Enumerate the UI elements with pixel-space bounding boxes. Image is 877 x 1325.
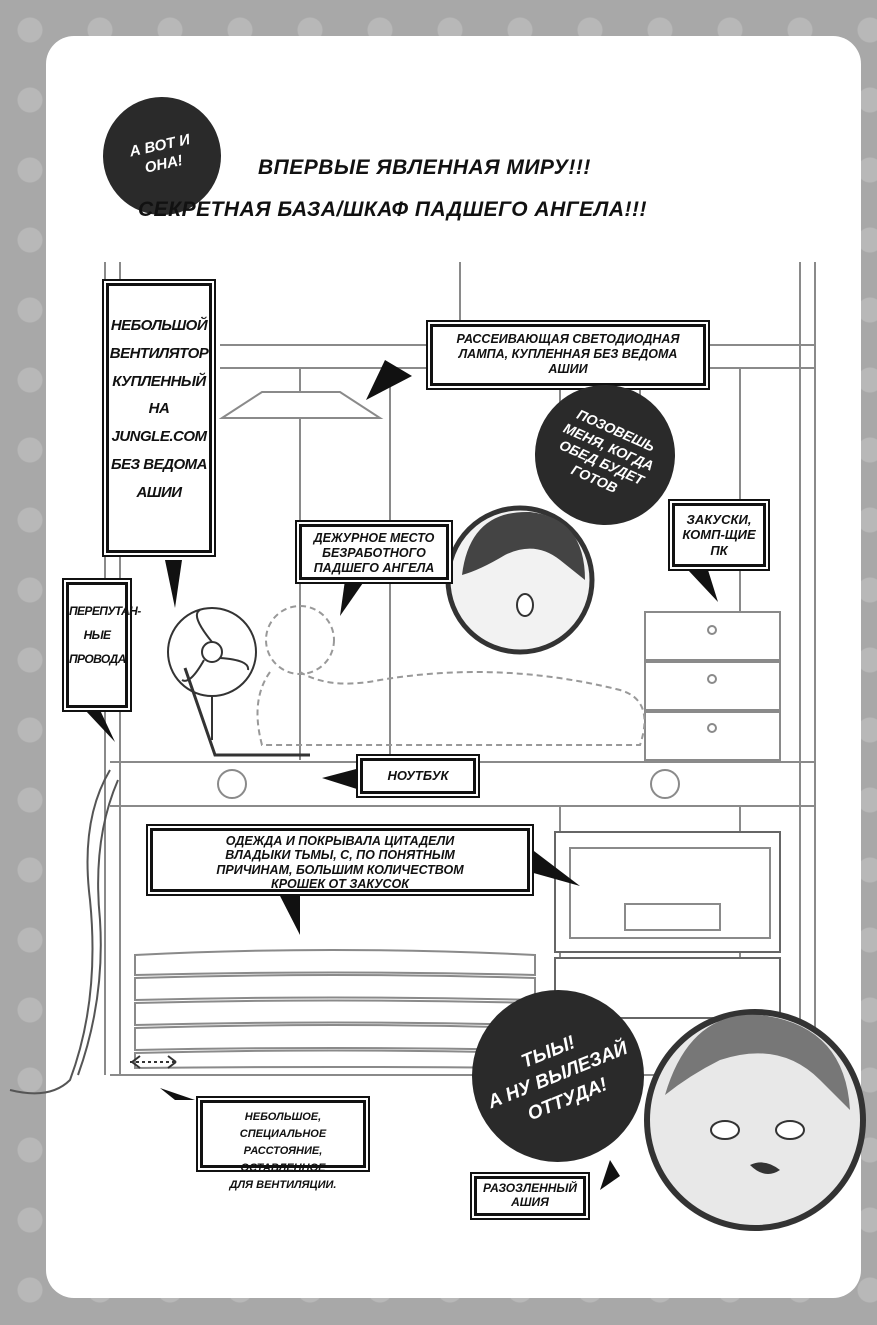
label-fan: НЕБОЛЬШОЙ ВЕНТИЛЯТОР КУПЛЕННЫЙ НА JUNGLE… <box>106 283 212 553</box>
label-workplace: ДЕЖУРНОЕ МЕСТО БЕЗРАБОТНОГО ПАДШЕГО АНГЕ… <box>299 524 449 580</box>
label-lamp-line: ЛАМПА, КУПЛЕННАЯ БЕЗ ВЕДОМА <box>458 346 678 361</box>
label-ashiya: РАЗОЗЛЕННЫЙ АШИЯ <box>474 1176 586 1216</box>
label-fan-line: АШИИ <box>136 483 182 501</box>
label-fan-line: ВЕНТИЛЯТОР <box>109 344 209 362</box>
label-workplace-line: ДЕЖУРНОЕ МЕСТО <box>313 531 435 545</box>
label-clothes: ОДЕЖДА И ПОКРЫВАЛА ЦИТАДЕЛИ ВЛАДЫКИ ТЬМЫ… <box>150 828 530 892</box>
label-laptop: НОУТБУК <box>360 758 476 794</box>
label-wires-line: ПРОВОДА. <box>69 652 129 666</box>
label-workplace-line: ПАДШЕГО АНГЕЛА <box>313 560 435 575</box>
label-gap: НЕБОЛЬШОЕ, СПЕЦИАЛЬНОЕ РАССТОЯНИЕ, ОСТАВ… <box>200 1100 366 1191</box>
label-clothes-line: КРОШЕК ОТ ЗАКУСОК <box>271 876 409 891</box>
headline-line-1: ВПЕРВЫЕ ЯВЛЕННАЯ МИРУ!!! <box>258 156 591 179</box>
label-gap-line: РАССТОЯНИЕ, ОСТАВЛЕННОЕ <box>240 1145 326 1175</box>
label-snacks-line: КОМП-ЩИЕ <box>682 527 756 543</box>
label-fan-line: НА JUNGLE.COM <box>111 400 207 445</box>
label-clothes-line: ПРИЧИНАМ, БОЛЬШИМ КОЛИЧЕСТВОМ <box>216 862 464 877</box>
headline-line-2: СЕКРЕТНАЯ БАЗА/ШКАФ ПАДШЕГО АНГЕЛА!!! <box>138 198 647 221</box>
label-gap-line: НЕБОЛЬШОЕ, СПЕЦИАЛЬНОЕ <box>239 1111 327 1141</box>
label-wires-line: НЫЕ <box>83 628 111 642</box>
label-laptop-text: НОУТБУК <box>387 768 449 783</box>
label-clothes-line: ВЛАДЫКИ ТЬМЫ, С, ПО ПОНЯТНЫМ <box>225 848 455 863</box>
label-snacks: ЗАКУСКИ, КОМП-ЩИЕ ПК <box>672 503 766 567</box>
label-clothes-line: ОДЕЖДА И ПОКРЫВАЛА ЦИТАДЕЛИ <box>225 834 455 848</box>
label-lamp-line: РАССЕИВАЮЩАЯ СВЕТОДИОДНАЯ <box>456 332 680 346</box>
label-lamp: РАССЕИВАЮЩАЯ СВЕТОДИОДНАЯ ЛАМПА, КУПЛЕНН… <box>430 324 706 386</box>
label-lamp-line: АШИИ <box>548 361 588 376</box>
label-fan-line: НЕБОЛЬШОЙ <box>110 317 208 334</box>
intro-bubble-text: А ВОТ И ОНА! <box>128 131 192 177</box>
label-fan-line: БЕЗ ВЕДОМА <box>111 455 207 473</box>
label-wires-line: ПЕРЕПУТАН- <box>69 604 141 618</box>
label-fan-line: КУПЛЕННЫЙ <box>112 372 206 390</box>
label-workplace-line: БЕЗРАБОТНОГО <box>322 545 426 560</box>
label-gap-line: ДЛЯ ВЕНТИЛЯЦИИ. <box>229 1179 337 1192</box>
label-snacks-line: ПК <box>710 542 728 558</box>
label-ashiya-line: РАЗОЗЛЕННЫЙ <box>482 1181 578 1195</box>
label-wires: ПЕРЕПУТАН- НЫЕ ПРОВОДА. <box>66 582 141 708</box>
label-snacks-line: ЗАКУСКИ, <box>686 512 752 527</box>
label-ashiya-line: АШИЯ <box>511 1195 549 1210</box>
